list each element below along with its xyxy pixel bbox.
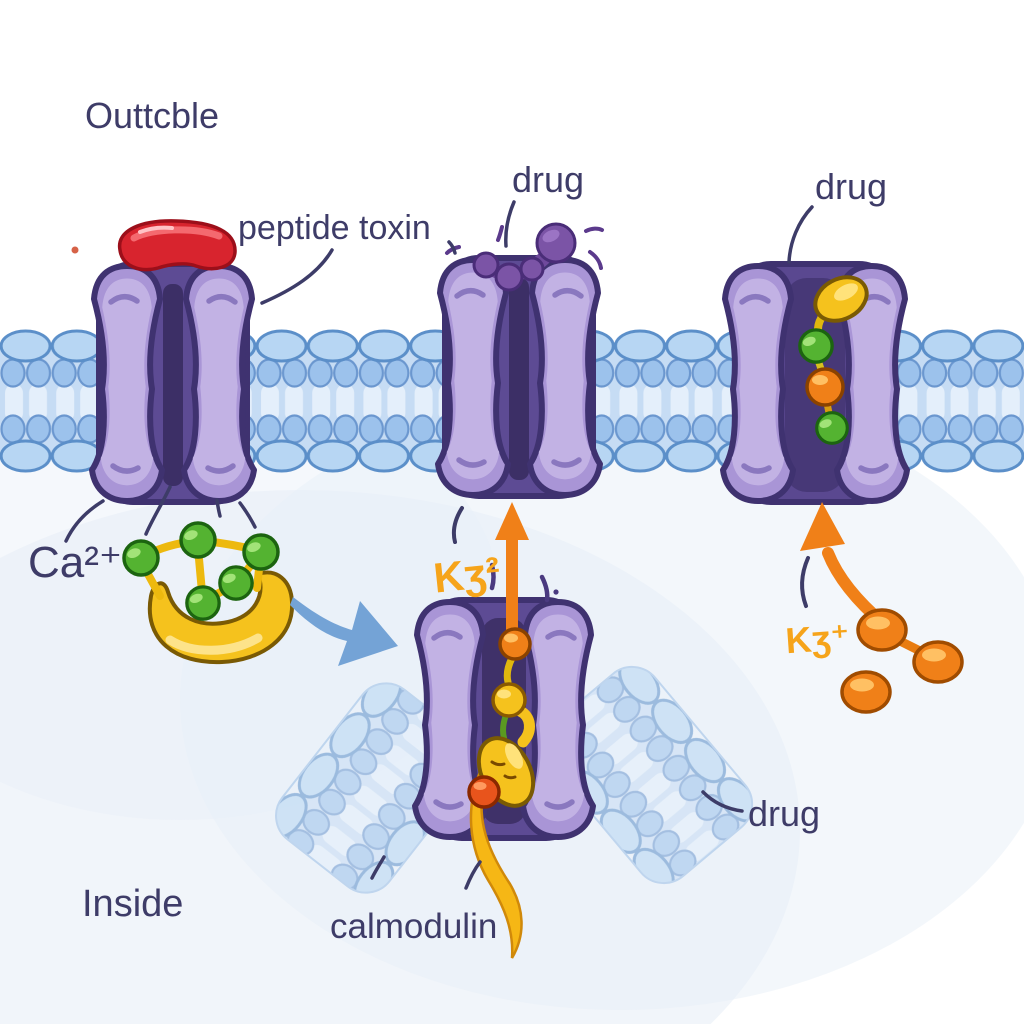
pointer-lines	[260, 200, 814, 890]
pointer-drug-right	[787, 205, 814, 264]
pointer-tick	[447, 240, 457, 255]
arrow-up-middle-icon	[495, 502, 529, 642]
label-drug-middle: drug	[512, 159, 584, 200]
pointer-peptide-toxin	[260, 248, 334, 305]
splash-marks-drug-middle	[445, 225, 604, 270]
label-drug-bottom: drug	[748, 793, 820, 834]
label-outside: Outtcble	[85, 95, 219, 136]
splash-marks-arrow-base	[489, 562, 559, 603]
dash-mark-right	[800, 556, 810, 608]
label-calmodulin: calmodulin	[330, 907, 497, 946]
red-speck	[71, 246, 79, 254]
dash-mark-middle	[451, 506, 464, 544]
calmodulin-plug-icon	[467, 627, 536, 959]
peptide-toxin-icon	[117, 219, 237, 272]
channel-drug-blocked	[438, 255, 600, 499]
pointer-lines-calmodulin	[64, 485, 257, 543]
label-peptide-toxin: peptide toxin	[238, 209, 431, 247]
bound-drug-chain-icon	[798, 275, 869, 445]
arrow-blue-icon	[290, 597, 398, 666]
label-ca2-ion: Ca²⁺	[28, 538, 122, 587]
label-k-ion-middle: Kʒ²	[431, 548, 502, 602]
label-inside: Inside	[82, 883, 183, 925]
label-k-ion-right: Kʒ⁺	[784, 616, 851, 661]
pointer-calmodulin-2	[464, 860, 482, 890]
label-drug-right: drug	[815, 166, 887, 207]
pointer-calmodulin-1	[370, 855, 386, 880]
potassium-ions-icon	[840, 608, 964, 714]
channel-toxin-blocked	[92, 261, 254, 505]
pointer-drug-middle	[504, 200, 516, 248]
drug-molecule-icon	[472, 222, 577, 292]
calmodulin-icon	[122, 521, 295, 665]
pointer-drug-bottom	[701, 790, 744, 813]
calmodulin-tail	[469, 765, 523, 959]
